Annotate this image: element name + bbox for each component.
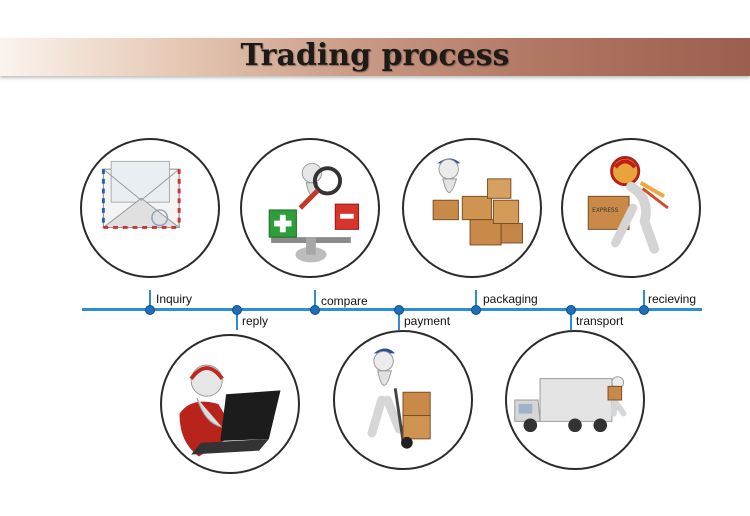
courier-with-box-icon: EXPRESS [587,156,669,254]
envelope-icon [101,160,181,229]
node-compare [310,305,320,315]
process-timeline [82,308,702,311]
boxes-icon [432,158,523,246]
node-reply [232,305,242,315]
delivery-truck-icon [514,376,627,433]
stem-compare [314,290,316,310]
label-transport: transport [576,314,624,328]
reply-circle [160,334,300,474]
node-payment [394,305,404,315]
transport-circle [505,330,645,470]
headset-laptop-icon [179,364,281,457]
label-packaging: packaging [483,292,538,306]
stem-transport [570,310,572,330]
magnifier-balance-icon [268,162,360,263]
label-recieving: recieving [648,292,697,306]
label-payment: payment [404,314,451,328]
stem-reply [236,310,238,330]
node-packaging [471,305,481,315]
payment-circle [333,330,473,470]
node-transport [566,305,576,315]
node-inquiry [145,305,155,315]
stem-inquiry [149,290,151,310]
stem-recieving [643,290,645,310]
compare-circle [240,138,380,278]
recieving-circle: EXPRESS [561,138,701,278]
label-compare: compare [321,294,368,308]
stem-packaging [475,290,477,310]
hand-truck-icon [367,348,431,449]
inquiry-circle [80,138,220,278]
label-reply: reply [242,314,269,328]
page-title: Trading process [240,38,510,73]
svg-text:EXPRESS: EXPRESS [592,208,619,214]
stem-payment [398,310,400,330]
label-inquiry: Inquiry [156,292,193,306]
node-recieving [639,305,649,315]
packaging-circle [402,138,542,278]
title-banner [0,38,750,76]
